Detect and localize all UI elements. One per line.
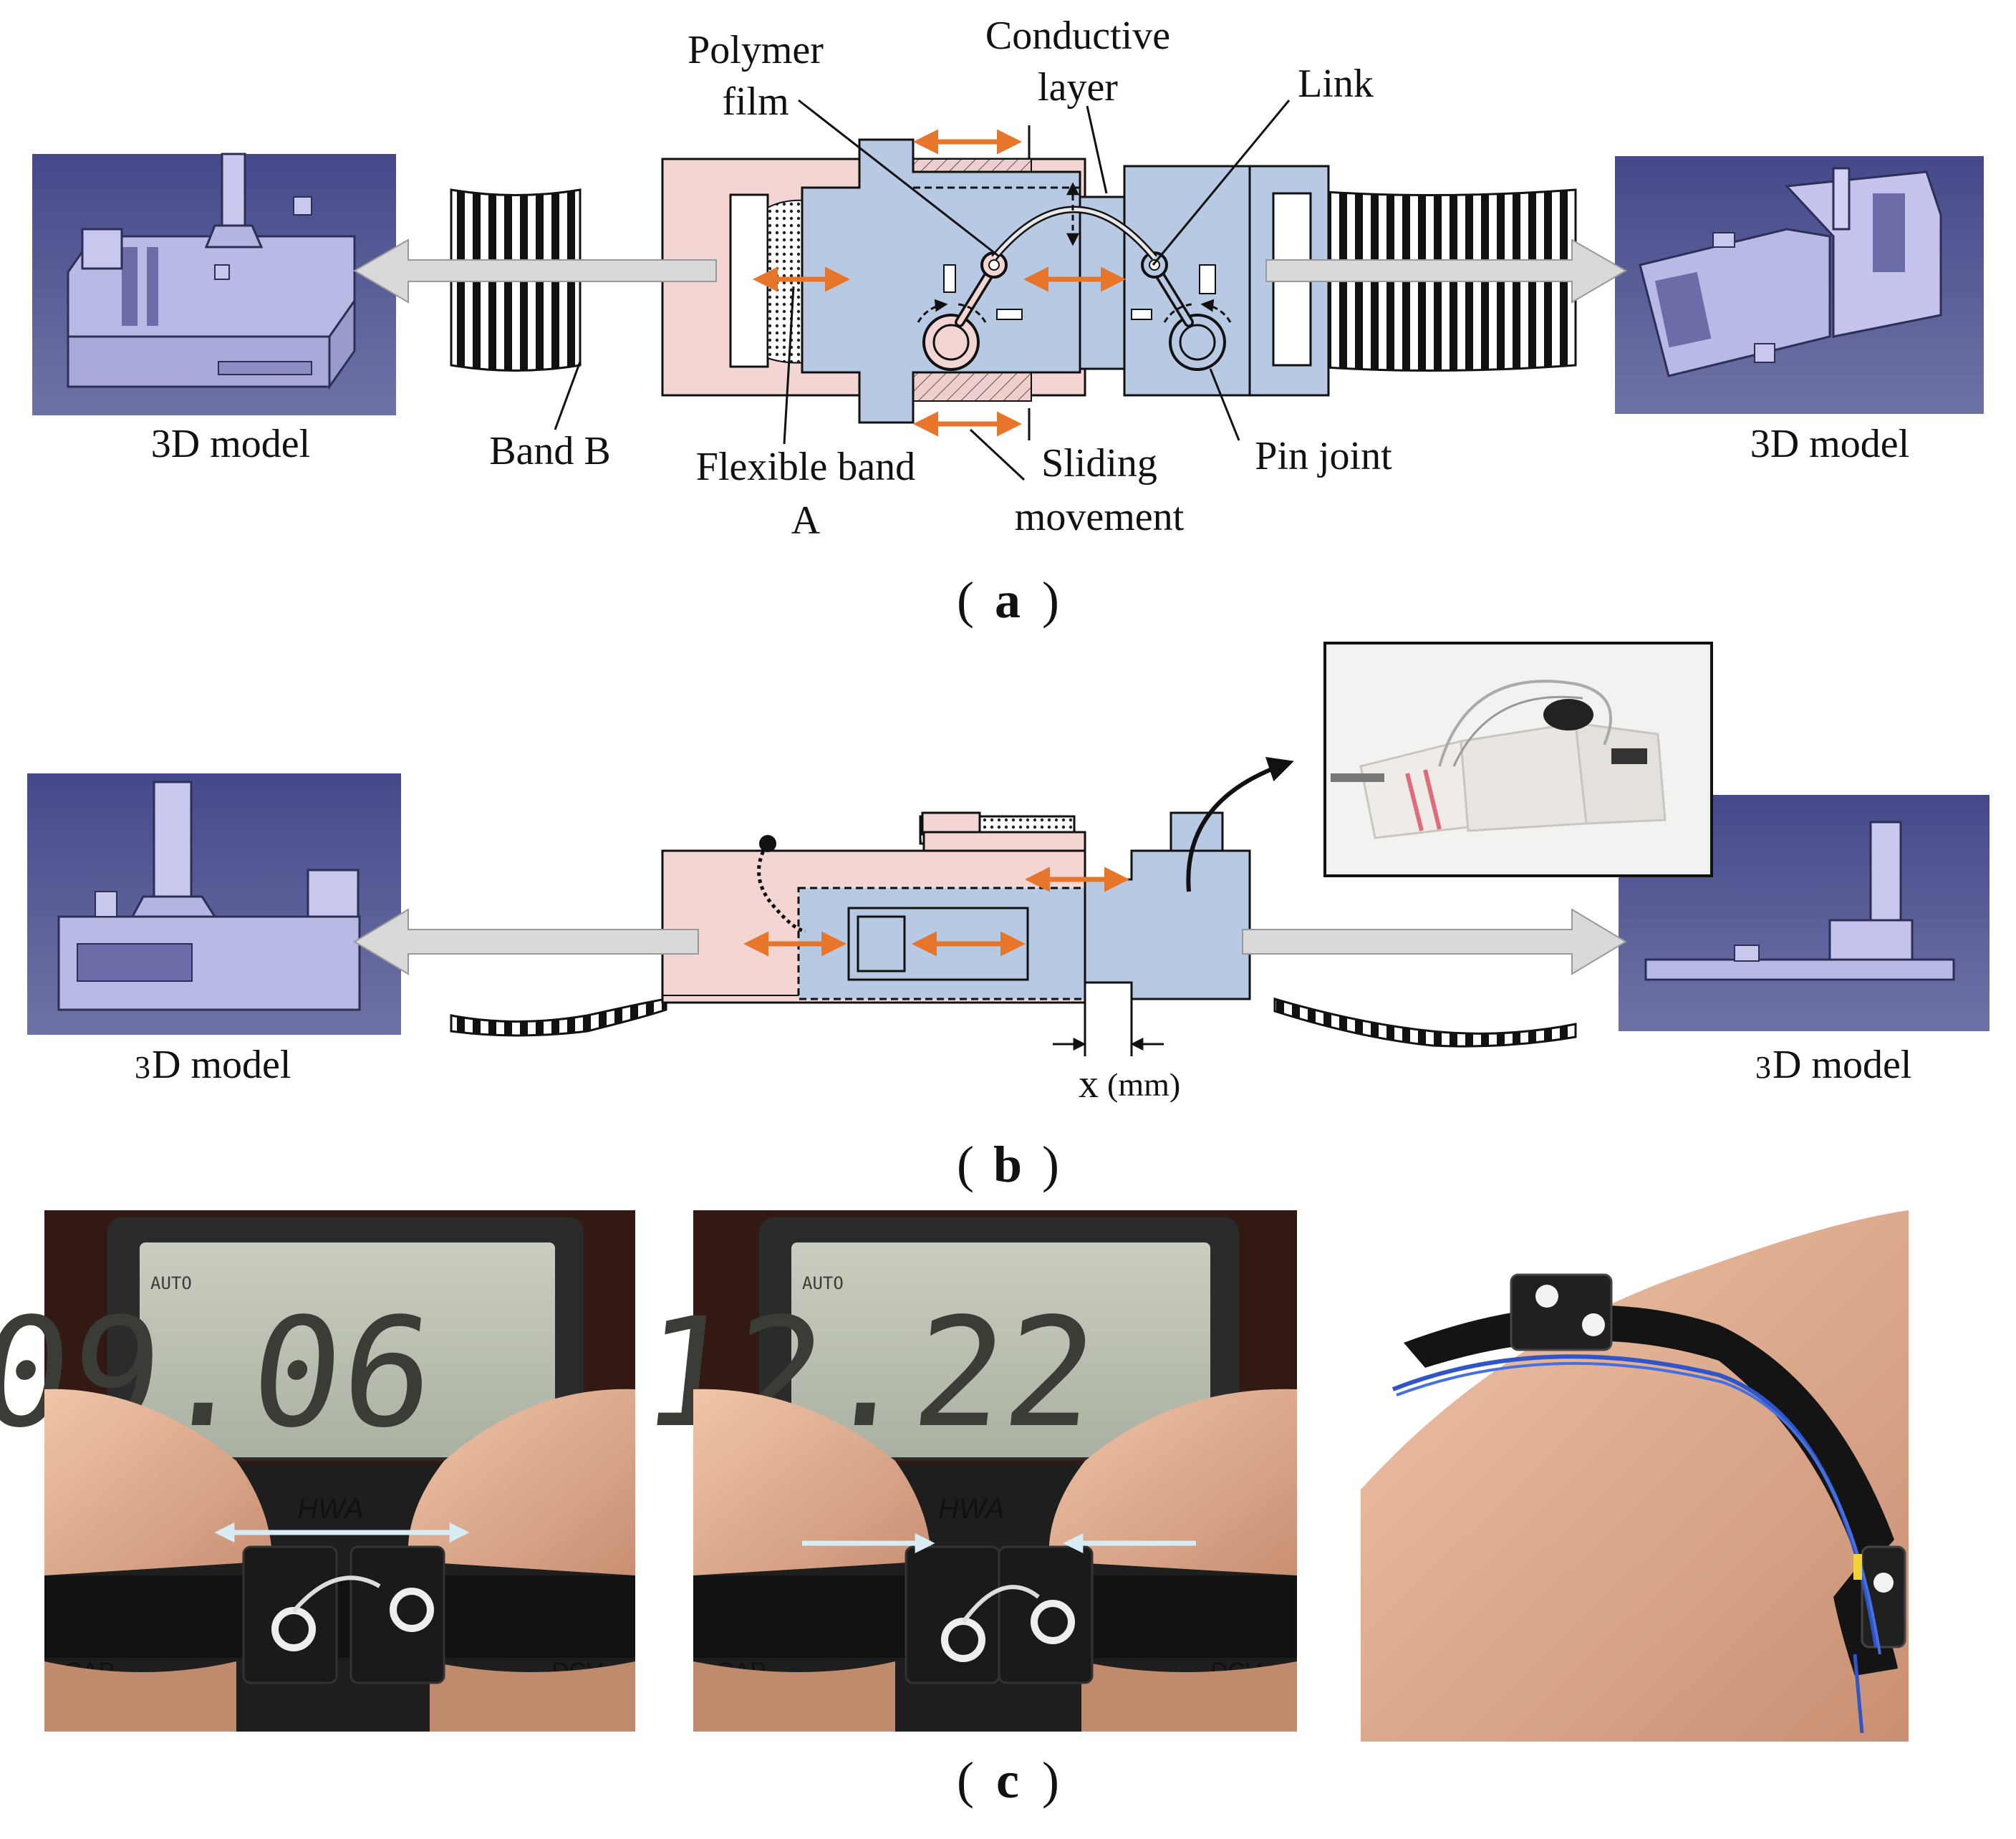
pull-arrow-left-a bbox=[353, 238, 717, 304]
label-polymer-film-2: film bbox=[722, 79, 788, 124]
pull-arrow-left-b bbox=[353, 908, 699, 975]
lcd-auto-2: AUTO bbox=[802, 1273, 844, 1293]
pull-arrow-right-a bbox=[1265, 238, 1627, 304]
label-sliding-2: movement bbox=[1015, 495, 1185, 539]
caption-c-open: ( bbox=[957, 1752, 974, 1809]
panel-b: x (mm) 3 D model 3 D model ( b ) bbox=[27, 642, 1990, 1193]
multimeter-photo-2: AUTO 12.22 HWA CAP DCV bbox=[634, 1210, 1297, 1732]
panel-a: Polymer film Conductive layer Link 3D mo… bbox=[32, 14, 1984, 629]
caption-b-letter: b bbox=[993, 1136, 1022, 1193]
caption-b-close: ) bbox=[1042, 1136, 1059, 1193]
label-flexible-band-2: A bbox=[791, 498, 821, 543]
label-flexible-band-1: Flexible band bbox=[696, 445, 915, 489]
label-x-unit: (mm) bbox=[1107, 1066, 1180, 1103]
label-band-b: Band B bbox=[489, 429, 611, 473]
caption-a-close: ) bbox=[1042, 571, 1059, 629]
device-photo-inset bbox=[1323, 642, 1713, 877]
cad-model-left-a bbox=[32, 153, 396, 415]
label-sliding-1: Sliding bbox=[1041, 441, 1157, 486]
label-polymer-film-1: Polymer bbox=[688, 28, 824, 72]
label-link: Link bbox=[1298, 62, 1374, 106]
cad-model-right-b bbox=[1619, 795, 1990, 1031]
lcd-auto-1: AUTO bbox=[150, 1273, 192, 1293]
panel-c: AUTO 09.06 HWA CAP DCV AUTO 12.22 bbox=[0, 1210, 1909, 1809]
cad-model-left-b bbox=[27, 773, 401, 1035]
label-conductive-1: Conductive bbox=[985, 14, 1170, 58]
label-3d-model-right-b-prefix: 3 bbox=[1755, 1050, 1771, 1085]
label-3d-model-left-a: 3D model bbox=[151, 422, 310, 466]
caption-c-letter: c bbox=[996, 1752, 1019, 1809]
label-x: x bbox=[1079, 1062, 1099, 1106]
label-3d-model-right-a: 3D model bbox=[1750, 422, 1909, 466]
meter-brand-1: HWA bbox=[297, 1493, 364, 1525]
label-3d-model-right-b: D model bbox=[1773, 1043, 1911, 1087]
caption-c-close: ) bbox=[1042, 1752, 1059, 1809]
arm-band-photo bbox=[1361, 1210, 1909, 1742]
caption-a-open: ( bbox=[957, 571, 974, 629]
right-body-b bbox=[1084, 849, 1251, 1000]
label-conductive-2: layer bbox=[1038, 65, 1118, 110]
label-pin-joint: Pin joint bbox=[1255, 434, 1392, 478]
pull-arrow-right-b bbox=[1242, 908, 1627, 975]
multimeter-photo-1: AUTO 09.06 HWA CAP DCV bbox=[0, 1210, 635, 1732]
caption-a-letter: a bbox=[995, 571, 1021, 629]
label-3d-model-left-b: D model bbox=[152, 1043, 291, 1087]
caption-b-open: ( bbox=[957, 1136, 974, 1193]
label-3d-model-left-b-prefix: 3 bbox=[135, 1050, 150, 1085]
meter-brand-2: HWA bbox=[938, 1493, 1005, 1525]
cad-model-right-a bbox=[1615, 156, 1984, 414]
